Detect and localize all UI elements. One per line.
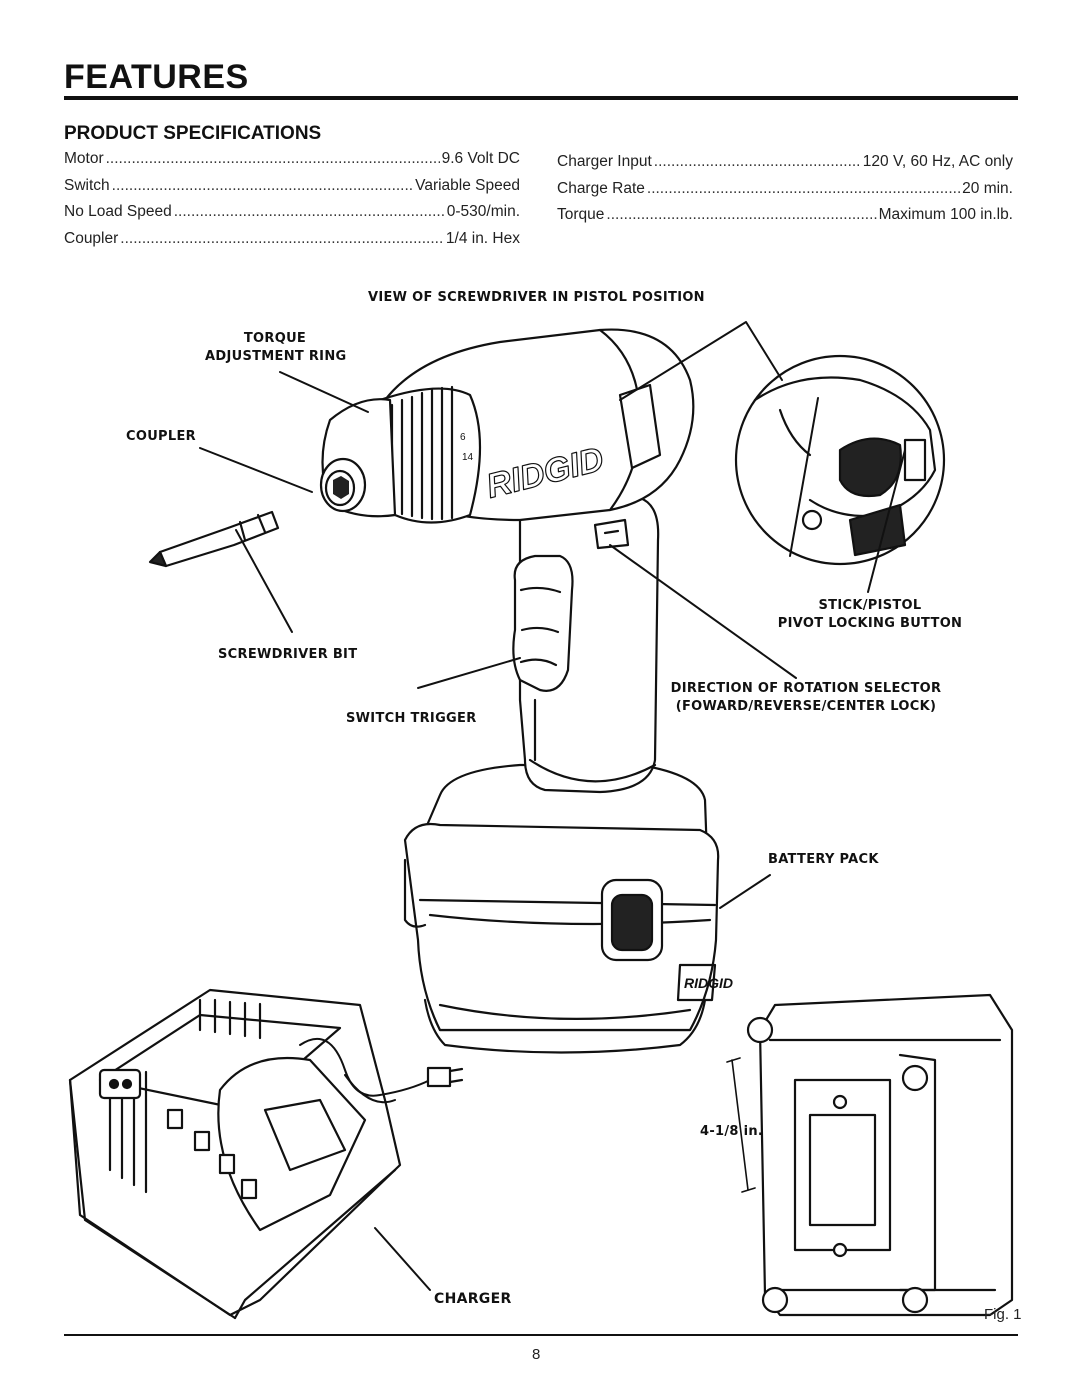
specs-left-column: Motor 9.6 Volt DC Switch Variable Speed No…: [64, 150, 520, 256]
torque-ring-label: TORQUE ADJUSTMENT RING: [205, 330, 347, 366]
svg-text:6: 6: [460, 432, 466, 443]
spec-row-torque: Torque Maximum 100 in.lb.: [557, 206, 1013, 233]
spec-value: 20 min.: [962, 179, 1013, 197]
view-title-label: VIEW OF SCREWDRIVER IN PISTOL POSITION: [368, 290, 705, 305]
coupler-label: COUPLER: [126, 429, 196, 444]
screwdriver-bit-drawing: [148, 510, 280, 568]
spec-value: 1/4 in. Hex: [445, 229, 520, 247]
figure-number: Fig. 1: [984, 1306, 1022, 1323]
spec-label: Charger Input: [557, 153, 652, 170]
spec-label: Charge Rate: [557, 179, 645, 197]
specs-right-column: Charger Input 120 V, 60 Hz, AC only Charg…: [557, 153, 1013, 233]
switch-trigger-label: SWITCH TRIGGER: [346, 711, 477, 726]
spec-row-coupler: Coupler 1/4 in. Hex: [64, 230, 520, 257]
spec-value: 9.6 Volt DC: [441, 150, 520, 167]
battery-pack-label: BATTERY PACK: [768, 852, 879, 867]
spec-label: Torque: [557, 206, 605, 223]
title-divider: [64, 96, 1018, 100]
direction-selector-label-line: DIRECTION OF ROTATION SELECTOR: [670, 681, 942, 696]
spec-label: Switch: [64, 176, 110, 194]
battery-pack-drawing: RIDGID: [403, 763, 733, 1054]
spec-value: 0-530/min.: [446, 203, 520, 220]
battery-underside-drawing: [726, 993, 1014, 1317]
torque-ring-label-line: ADJUSTMENT RING: [205, 349, 347, 364]
spec-label: Coupler: [64, 229, 119, 247]
screwdriver-bit-label: SCREWDRIVER BIT: [218, 647, 358, 662]
tool-handle-drawing: [512, 493, 660, 794]
charger-label: CHARGER: [434, 1291, 512, 1307]
battery-logo: RIDGID: [684, 975, 733, 991]
spec-row-switch: Switch Variable Speed: [64, 177, 520, 204]
spec-value: 120 V, 60 Hz, AC only: [862, 153, 1013, 170]
dimension-label: 4-1/8 in.: [700, 1124, 764, 1139]
pivot-button-label-line: STICK/PISTOL: [818, 598, 922, 613]
page-number: 8: [532, 1346, 541, 1363]
torque-ring-label-line: TORQUE: [243, 331, 307, 346]
svg-text:14: 14: [462, 452, 474, 463]
callout-leader-lines: [199, 321, 906, 1291]
spec-row-no-load-speed: No Load Speed 0-530/min.: [64, 203, 520, 230]
pivot-detail-inset: [734, 354, 946, 566]
spec-row-charge-rate: Charge Rate 20 min.: [557, 180, 1013, 207]
spec-row-charger-input: Charger Input 120 V, 60 Hz, AC only: [557, 153, 1013, 180]
specifications-heading: PRODUCT SPECIFICATIONS: [64, 123, 322, 144]
spec-value: Maximum 100 in.lb.: [878, 206, 1013, 223]
spec-label: Motor: [64, 150, 104, 167]
direction-selector-label-line: (FOWARD/REVERSE/CENTER LOCK): [675, 699, 937, 714]
pivot-button-label-line: PIVOT LOCKING BUTTON: [777, 616, 963, 631]
spec-label: No Load Speed: [64, 203, 172, 220]
page-title: FEATURES: [64, 58, 249, 96]
spec-value: Variable Speed: [415, 176, 520, 194]
pivot-button-label: STICK/PISTOL PIVOT LOCKING BUTTON: [770, 597, 970, 633]
footer-divider: [64, 1334, 1018, 1336]
tool-body-drawing: RIDGID 6 14: [319, 328, 695, 524]
direction-selector-label: DIRECTION OF ROTATION SELECTOR (FOWARD/R…: [664, 680, 948, 716]
charger-drawing: [68, 988, 464, 1320]
spec-row-motor: Motor 9.6 Volt DC: [64, 150, 520, 177]
